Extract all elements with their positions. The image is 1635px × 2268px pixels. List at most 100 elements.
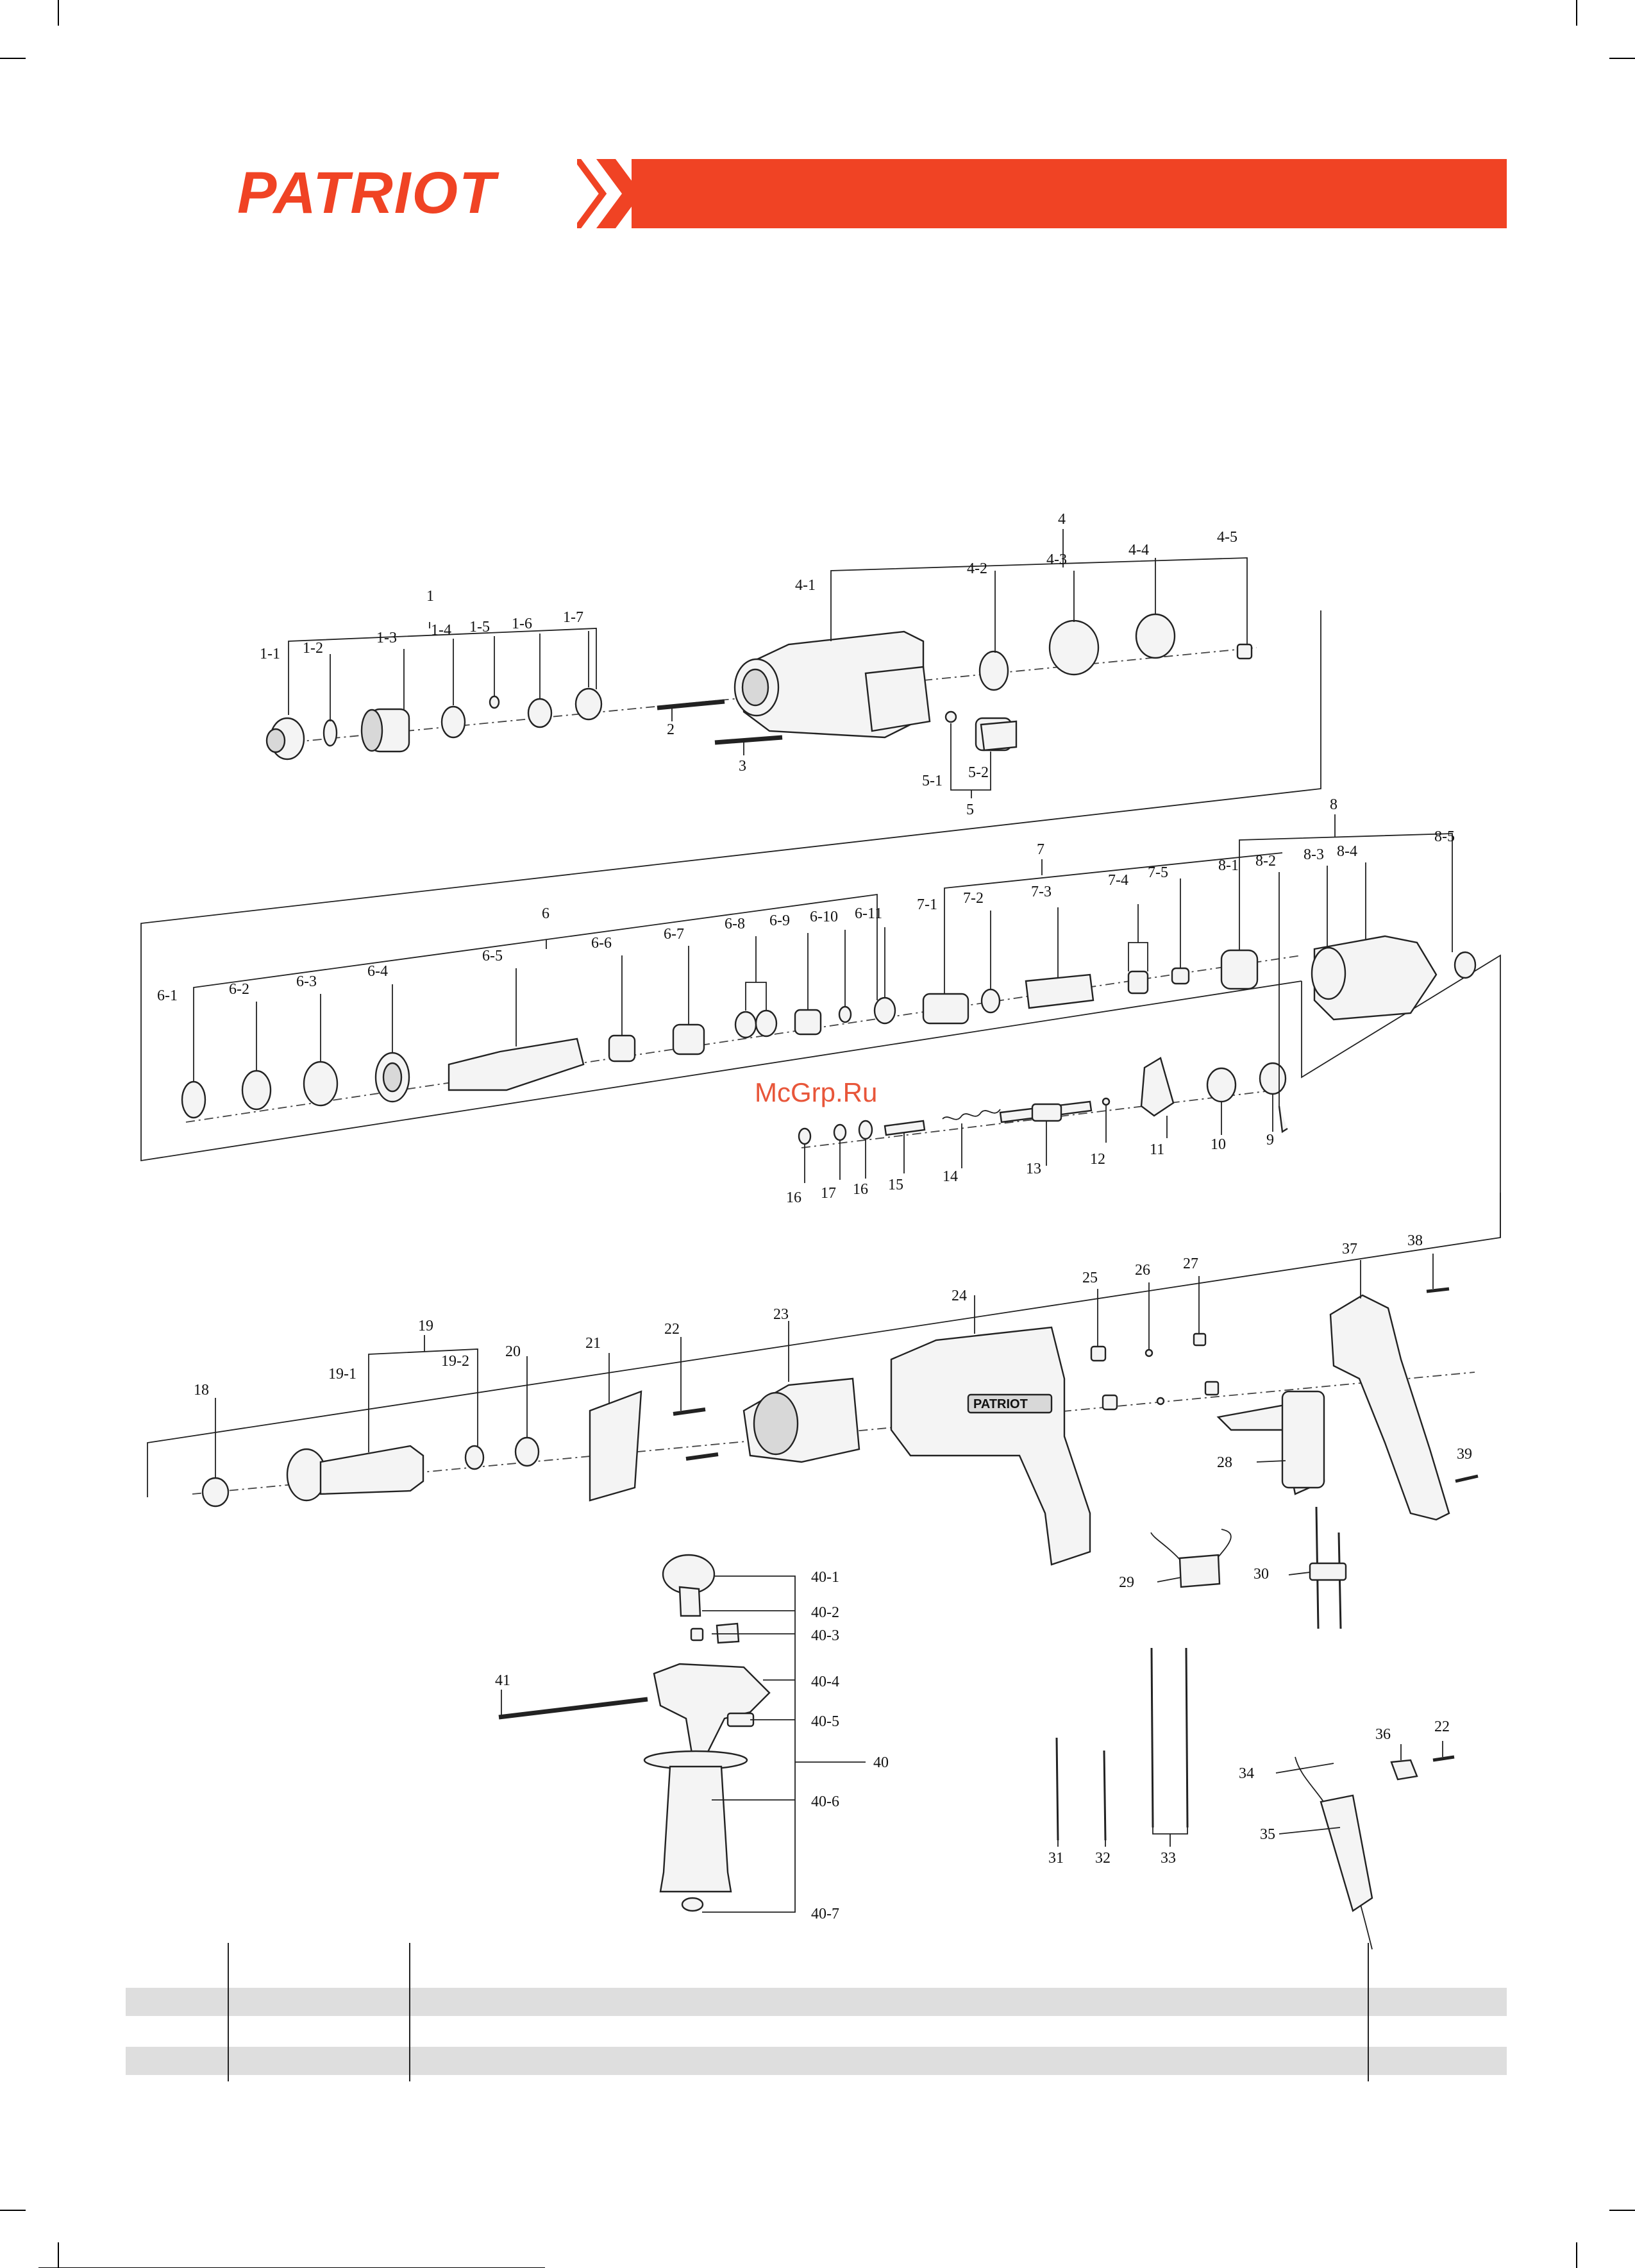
label: 41 [495,1672,510,1689]
crop-mark [1576,2242,1577,2268]
label: 40-6 [811,1793,839,1810]
rear-handle [1329,1287,1479,1521]
label: 7 [1037,841,1044,858]
label: 5-2 [968,764,989,781]
label: 31 [1048,1850,1064,1867]
label: 4-3 [1046,551,1067,568]
table-divider [228,1943,229,2081]
label: 4-4 [1128,542,1149,559]
label: 12 [1090,1151,1105,1168]
label: 8-3 [1304,846,1324,863]
switch-knob [944,710,1018,752]
capacitor-and-wires [1055,1506,1347,1841]
label: 20 [505,1343,521,1360]
label: 40-7 [811,1906,839,1922]
label: 6-9 [769,912,790,929]
label: 40-1 [811,1569,839,1586]
crop-mark [1576,0,1577,26]
side-handle-assembly [498,1554,771,1912]
leader-lines [193,529,1453,1913]
label: 6-3 [296,973,317,990]
label: 6-1 [157,987,178,1004]
label: 6-10 [810,909,838,925]
label: 16 [853,1181,868,1198]
label: 40-4 [811,1674,839,1690]
label: 1-7 [563,609,583,626]
label: 26 [1135,1262,1150,1279]
part-labels: 1 1-1 1-2 1-3 1-4 1-5 1-6 1-7 2 3 4 4-1 … [157,511,1472,1922]
label: 39 [1457,1446,1472,1463]
label: 6 [542,905,549,922]
header-banner [632,159,1507,228]
label: 6-8 [725,916,745,932]
label: 6-11 [855,905,882,922]
label: 1-1 [260,646,280,662]
label: 9 [1266,1132,1274,1148]
table-row [126,2047,1507,2075]
label: 40 [873,1754,889,1771]
crop-mark [0,2210,26,2211]
label: 6-7 [664,926,684,943]
label: 8-2 [1255,853,1276,869]
label: 4-1 [795,577,816,594]
main-housing: PATRIOT [890,1326,1091,1566]
label: 8-5 [1434,828,1455,845]
label: 19 [418,1318,433,1334]
crop-mark [1609,58,1635,59]
label: 6-6 [591,935,612,952]
label: 2 [667,721,675,738]
label: 40-5 [811,1713,839,1730]
label: 16 [786,1189,801,1206]
label: 33 [1161,1850,1176,1867]
crop-mark [1609,2210,1635,2211]
chuck-assembly [265,687,603,760]
label: 1-4 [431,622,451,639]
label: 28 [1217,1454,1232,1471]
label: 4 [1058,511,1066,528]
label: 8-4 [1337,843,1357,860]
label: 4-2 [967,560,987,577]
label: 40-2 [811,1604,839,1621]
label: 22 [1434,1718,1450,1735]
label: 36 [1375,1726,1391,1743]
label: 27 [1183,1256,1198,1272]
label: 5-1 [922,773,943,789]
brand-logo: PATRIOT [237,160,497,226]
label: 6-4 [367,963,388,980]
label: 7-1 [917,896,937,913]
label: 18 [194,1382,209,1399]
label: 6-2 [229,981,249,998]
label: 3 [739,758,746,775]
label: 21 [585,1335,601,1352]
crop-mark [58,2242,59,2268]
label: 22 [664,1321,680,1338]
label: 38 [1407,1232,1423,1249]
label: 23 [773,1306,789,1323]
table-row [126,1988,1507,2016]
motor-assembly [201,1377,860,1508]
crop-mark [58,0,59,26]
label: 13 [1026,1161,1041,1177]
label: 29 [1119,1574,1134,1591]
crop-mark [0,58,26,59]
label: 15 [888,1177,903,1193]
label: 14 [943,1168,958,1185]
label: 10 [1211,1136,1226,1153]
switch-and-brushes [1090,1332,1325,1495]
label: 1-6 [512,616,532,632]
label: 30 [1254,1566,1269,1583]
label: 35 [1260,1826,1275,1843]
label: 37 [1342,1241,1357,1257]
label: 32 [1095,1850,1111,1867]
table-divider [1368,1943,1369,2081]
label: 40-3 [811,1627,839,1644]
label: 4-5 [1217,529,1237,546]
label: 8 [1330,796,1337,813]
label: 25 [1082,1270,1098,1286]
screws [657,699,783,745]
label: 1-3 [376,630,397,646]
gear-housing [734,613,1253,752]
label: 7-4 [1108,872,1128,889]
watermark: McGrp.Ru [755,1077,878,1107]
